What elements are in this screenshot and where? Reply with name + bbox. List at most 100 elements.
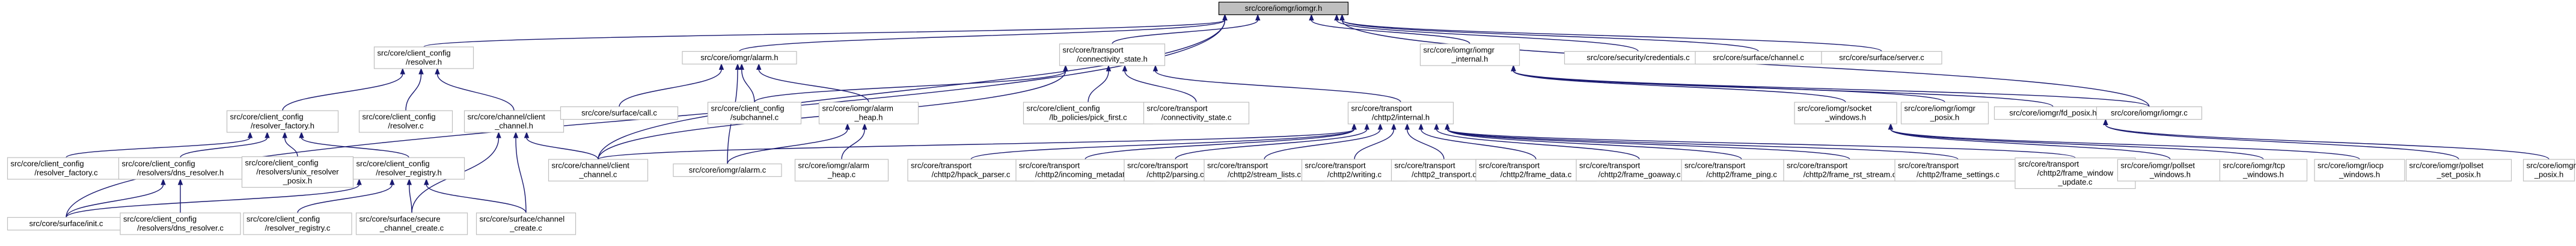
node-client-channel-h[interactable]: src/core/channel/client_channel.h: [463, 110, 564, 133]
node-resolver-factory-h[interactable]: src/core/client_config/resolver_factory.…: [226, 110, 339, 133]
node-box: [1821, 51, 1942, 65]
node-label-line: src/core/client_config: [245, 158, 319, 167]
node-label-line: _channel.c: [579, 170, 617, 179]
node-label-line: src/core/transport: [2018, 159, 2079, 168]
edge-dns-resolver-c-to-dns-resolver-h: [177, 178, 183, 214]
edge-resolver-c-to-resolver-h: [405, 67, 424, 111]
edge-pick-first-c-to-conn-state-h: [1088, 64, 1112, 103]
node-subchannel-c[interactable]: src/core/client_config/subchannel.c: [707, 102, 802, 125]
node-box: [1783, 159, 1917, 182]
node-label-line: src/core/transport: [911, 161, 972, 170]
node-label-line: src/core/client_config: [123, 215, 197, 224]
node-label-line: src/core/iomgr/iomgr: [1904, 104, 1976, 113]
edge-frame-settings-c-to-chttp2-internal-h: [1445, 123, 1959, 160]
node-pollset-windows-h[interactable]: src/core/iomgr/pollset_windows.h: [2117, 159, 2224, 182]
node-label-line: src/core/transport: [1305, 161, 1366, 170]
node-label-line: /resolver.h: [406, 58, 442, 67]
edge-resolver-registry-c-to-resolver-registry-h: [297, 178, 395, 214]
node-label-line: _heap.h: [854, 113, 883, 122]
node-tcp-windows-h[interactable]: src/core/iomgr/tcp_windows.h: [2219, 159, 2308, 182]
node-resolver-factory-c[interactable]: src/core/client_config/resolver_factory.…: [7, 157, 126, 180]
node-frame-window-update-c[interactable]: src/core/transport/chttp2/frame_window_u…: [2015, 157, 2136, 189]
node-box: [794, 159, 889, 182]
edge-resolver-factory-c-to-resolver-factory-h: [66, 131, 253, 158]
node-box: [241, 156, 354, 188]
node-alarm-h[interactable]: src/core/iomgr/alarm.h: [682, 51, 797, 65]
node-label-line: /chttp2/frame_settings.c: [1917, 170, 2000, 179]
node-frame-ping-c[interactable]: src/core/transport/chttp2/frame_ping.c: [1681, 159, 1802, 182]
node-iomgr-internal-h[interactable]: src/core/iomgr/iomgr_internal.h: [1419, 43, 1520, 66]
node-box: [1419, 43, 1520, 66]
node-label-line: /connectivity_state.c: [1161, 113, 1232, 122]
node-box: [1218, 1, 1349, 16]
edge-tcp-posix-h-to-fd-posix-h: [2103, 118, 2550, 160]
node-label-line: /chttp2/parsing.c: [1146, 170, 1204, 179]
node-label-line: src/core/channel/client: [468, 112, 546, 121]
node-surface-channel-c[interactable]: src/core/surface/channel.c: [1695, 51, 1822, 65]
node-label-line: src/core/iomgr/alarm: [798, 161, 869, 170]
node-dns-resolver-h[interactable]: src/core/client_config/resolvers/dns_res…: [118, 157, 243, 180]
node-writing-c[interactable]: src/core/transport/chttp2/writing.c: [1301, 159, 1408, 182]
edge-conn-state-c-to-conn-state-h: [1122, 64, 1197, 103]
node-resolver-registry-c[interactable]: src/core/client_config/resolver_registry…: [243, 212, 352, 235]
edge-alarm-c-to-alarm-heap-h: [727, 123, 850, 164]
node-alarm-heap-c[interactable]: src/core/iomgr/alarm_heap.c: [794, 159, 889, 182]
node-label-line: _internal.h: [1451, 55, 1488, 64]
node-secure-channel-create-c[interactable]: src/core/surface/secure_channel_create.c: [355, 212, 468, 235]
node-client-channel-c[interactable]: src/core/channel/client_channel.c: [548, 159, 649, 182]
node-iocp-windows-h[interactable]: src/core/iomgr/iocp_windows.h: [2314, 159, 2405, 182]
node-root[interactable]: src/core/iomgr/iomgr.h: [1218, 1, 1349, 16]
node-pollset-set-posix-h[interactable]: src/core/iomgr/pollset_set_posix.h: [2405, 159, 2512, 182]
node-frame-rst-stream-c[interactable]: src/core/transport/chttp2/frame_rst_stre…: [1783, 159, 1917, 182]
node-chttp2-internal-h[interactable]: src/core/transport/chttp2/internal.h: [1347, 102, 1454, 125]
edge-chttp2-transport-c-to-chttp2-internal-h: [1404, 123, 1445, 160]
node-conn-state-h[interactable]: src/core/transport/connectivity_state.h: [1059, 43, 1166, 66]
node-box: [560, 106, 679, 120]
node-label-line: src/core/surface/channel: [480, 215, 565, 224]
node-dns-resolver-c[interactable]: src/core/client_config/resolvers/dns_res…: [120, 212, 241, 235]
node-label-line: /resolvers/unix_resolver: [256, 167, 339, 176]
node-label-line: src/core/client_config: [356, 159, 430, 168]
node-surface-call-c[interactable]: src/core/surface/call.c: [560, 106, 679, 120]
node-fd-posix-h[interactable]: src/core/iomgr/fd_posix.h: [1993, 106, 2113, 120]
edge-client-channel-c-to-chttp2-internal-h: [598, 123, 1357, 160]
node-conn-state-c[interactable]: src/core/transport/connectivity_state.c: [1143, 102, 1250, 125]
node-resolver-c[interactable]: src/core/client_config/resolver.c: [358, 110, 453, 133]
node-surface-init-c[interactable]: src/core/surface/init.c: [7, 217, 126, 231]
node-unix-resolver-h[interactable]: src/core/client_config/resolvers/unix_re…: [241, 156, 354, 188]
node-label-line: _heap.c: [827, 170, 856, 179]
node-alarm-c[interactable]: src/core/iomgr/alarm.c: [673, 163, 782, 177]
node-alarm-heap-h[interactable]: src/core/iomgr/alarm_heap.h: [818, 102, 919, 125]
node-sec-credentials-c[interactable]: src/core/security/credentials.c: [1564, 51, 1713, 65]
node-layer: src/core/iomgr/iomgr.h src/core/client_co…: [7, 1, 2576, 235]
node-box: [373, 46, 474, 69]
edge-iomgr-c-to-iomgr-internal-h: [1511, 64, 2150, 108]
node-resolver-registry-h[interactable]: src/core/client_config/resolver_registry…: [352, 157, 465, 180]
node-frame-settings-c[interactable]: src/core/transport/chttp2/frame_settings…: [1894, 159, 2022, 182]
node-label-line: /chttp2/frame_window: [2037, 168, 2114, 177]
node-box: [1681, 159, 1802, 182]
node-box: [2219, 159, 2308, 182]
node-label-line: src/core/surface/server.c: [1839, 53, 1924, 62]
node-hpack-parser-c[interactable]: src/core/transport/chttp2/hpack_parser.c: [907, 159, 1035, 182]
node-surface-server-c[interactable]: src/core/surface/server.c: [1821, 51, 1942, 65]
node-channel-create-c[interactable]: src/core/surface/channel_create.c: [476, 212, 577, 235]
node-iomgr-c[interactable]: src/core/iomgr/iomgr.c: [2096, 106, 2203, 120]
node-label-line: /chttp2/internal.h: [1372, 113, 1430, 122]
node-resolver-h[interactable]: src/core/client_config/resolver.h: [373, 46, 474, 69]
node-label-line: _windows.h: [2242, 170, 2284, 179]
node-pick-first-c[interactable]: src/core/client_config/lb_policies/pick_…: [1023, 102, 1154, 125]
node-iomgr-posix-h[interactable]: src/core/iomgr/iomgr_posix.h: [1900, 102, 1989, 125]
node-label-line: src/core/transport: [1207, 161, 1268, 170]
node-label-line: src/core/transport: [1395, 161, 1456, 170]
edge-secure-channel-create-c-to-resolver-registry-h: [406, 178, 412, 214]
node-label-line: src/core/iomgr/tcp: [2527, 161, 2576, 170]
edge-resolver-factory-h-to-resolver-h: [282, 67, 405, 111]
node-socket-windows-h[interactable]: src/core/iomgr/socket_windows.h: [1794, 102, 1897, 125]
node-tcp-posix-h[interactable]: src/core/iomgr/tcp_posix.h: [2522, 159, 2576, 182]
node-label-line: /subchannel.c: [730, 113, 779, 122]
edge-unix-resolver-h-to-resolver-factory-h: [282, 131, 298, 157]
edge-hpack-parser-c-to-chttp2-internal-h: [970, 123, 1357, 160]
node-label-line: src/core/surface/channel.c: [1713, 53, 1804, 62]
node-label-line: src/core/transport: [1147, 104, 1208, 113]
